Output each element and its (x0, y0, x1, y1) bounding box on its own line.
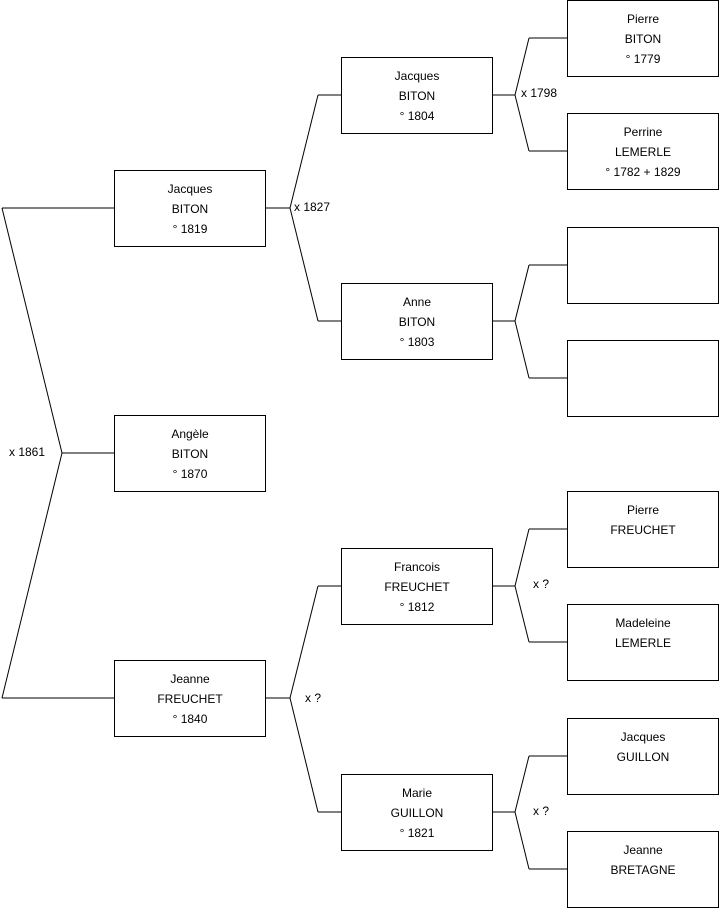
connector-line (1, 452, 63, 699)
person-dates: ° 1819 (172, 222, 208, 236)
person-box-perrine-1782[interactable]: Perrine LEMERLE ° 1782 + 1829 (567, 113, 719, 190)
person-box-jeanne-1840[interactable]: Jeanne FREUCHET ° 1840 (114, 660, 266, 737)
person-first-name: Marie (401, 786, 432, 800)
person-last-name: BRETAGNE (610, 863, 676, 877)
marriage-label-francois-parents: x ? (533, 577, 550, 591)
marriage-label-1861: x 1861 (9, 445, 46, 459)
person-dates: ° 1804 (399, 109, 435, 123)
person-last-name: FREUCHET (157, 692, 223, 706)
connector-line (1, 207, 63, 454)
person-box-jeanne-bretagne[interactable]: Jeanne BRETAGNE (567, 831, 719, 908)
person-first-name: Francois (393, 560, 440, 574)
person-last-name: BITON (398, 89, 436, 103)
marriage-label-1798: x 1798 (521, 86, 558, 100)
person-first-name: Anne (402, 295, 432, 309)
connector-line (514, 755, 530, 813)
connector-line (514, 37, 530, 96)
marriage-label-jeanne-parents: x ? (305, 691, 322, 705)
person-last-name: GUILLON (390, 806, 444, 820)
person-last-name: BITON (624, 32, 662, 46)
person-first-name: Jacques (394, 69, 440, 83)
person-first-name: Pierre (626, 503, 659, 517)
person-first-name: Angèle (171, 427, 209, 441)
person-box-francois-1812[interactable]: Francois FREUCHET ° 1812 (341, 548, 493, 625)
person-box-pierre-freuchet[interactable]: Pierre FREUCHET (567, 491, 719, 568)
connector-line (514, 528, 530, 587)
connector-line (514, 264, 530, 322)
connector-line (514, 585, 530, 643)
person-first-name: Jacques (620, 730, 666, 744)
connector-line (289, 94, 319, 209)
marriage-label-1827: x 1827 (294, 200, 331, 214)
connector-line (289, 585, 319, 699)
person-first-name: Perrine (623, 125, 663, 139)
person-box-jacques-1819[interactable]: Jacques BITON ° 1819 (114, 170, 266, 247)
person-last-name: LEMERLE (614, 145, 672, 159)
connector-line (514, 811, 530, 870)
person-box-madeleine-lemerle[interactable]: Madeleine LEMERLE (567, 604, 719, 681)
person-last-name: FREUCHET (610, 523, 676, 537)
person-first-name: Jeanne (623, 843, 663, 857)
person-box-pierre-1779[interactable]: Pierre BITON ° 1779 (567, 0, 719, 77)
person-first-name: Pierre (626, 12, 659, 26)
connector-line (514, 320, 530, 379)
person-box-empty-2[interactable] (567, 340, 719, 417)
person-first-name: Madeleine (615, 616, 671, 630)
person-dates: ° 1812 (399, 600, 435, 614)
person-first-name: Jeanne (170, 672, 210, 686)
person-first-name: Jacques (167, 182, 213, 196)
person-last-name: LEMERLE (614, 636, 672, 650)
person-dates: ° 1779 (625, 52, 661, 66)
person-box-marie-1821[interactable]: Marie GUILLON ° 1821 (341, 774, 493, 851)
person-last-name: BITON (171, 447, 209, 461)
person-dates: ° 1840 (172, 712, 208, 726)
person-last-name: BITON (171, 202, 209, 216)
marriage-label-marie-parents: x ? (533, 804, 550, 818)
person-last-name: GUILLON (616, 750, 670, 764)
person-last-name: FREUCHET (384, 580, 450, 594)
person-dates: ° 1803 (399, 335, 435, 349)
person-dates: ° 1821 (399, 826, 435, 840)
person-box-anne-1803[interactable]: Anne BITON ° 1803 (341, 283, 493, 360)
person-dates: ° 1782 + 1829 (605, 165, 681, 179)
connector-line (289, 697, 319, 813)
person-box-angele[interactable]: Angèle BITON ° 1870 (114, 415, 266, 492)
connector-line (514, 94, 530, 152)
connector-line (289, 207, 319, 322)
person-box-empty-1[interactable] (567, 227, 719, 304)
person-box-jacques-1804[interactable]: Jacques BITON ° 1804 (341, 57, 493, 134)
person-dates: ° 1870 (172, 467, 208, 481)
person-box-jacques-guillon[interactable]: Jacques GUILLON (567, 718, 719, 795)
person-last-name: BITON (398, 315, 436, 329)
